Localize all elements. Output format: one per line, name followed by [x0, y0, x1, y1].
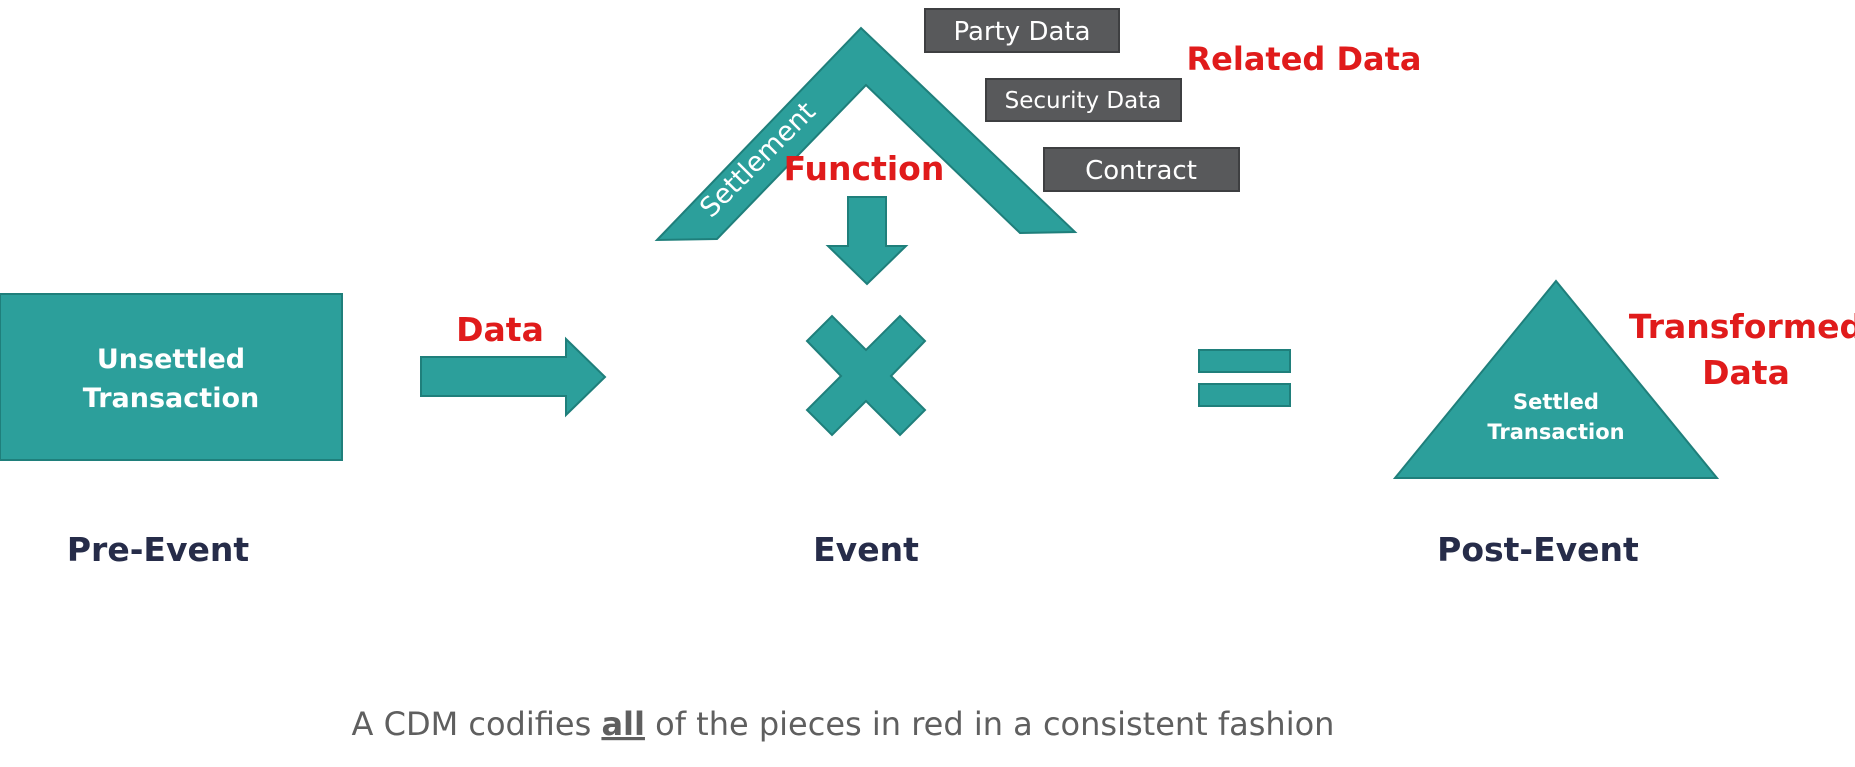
transformed-data-line1: Transformed — [1629, 307, 1855, 346]
contract-text: Contract — [1085, 156, 1197, 186]
footer-before: A CDM codifies — [352, 705, 602, 743]
related-data-boxes: Party Data Security Data Contract — [924, 8, 1240, 192]
footer-emphasis: all — [601, 705, 645, 743]
data-label: Data — [456, 310, 544, 349]
pre-event-label: Pre-Event — [67, 530, 249, 569]
unsettled-transaction-line1: Unsettled — [97, 344, 245, 375]
footer-after: of the pieces in red in a consistent fas… — [645, 705, 1334, 743]
unsettled-transaction-line2: Transaction — [83, 383, 259, 414]
settled-transaction-line2: Transaction — [1487, 420, 1624, 444]
footer-caption: A CDM codifies all of the pieces in red … — [352, 705, 1335, 743]
data-arrow: Data — [420, 310, 607, 418]
unsettled-transaction-box: Unsettled Transaction — [0, 293, 343, 461]
function-label: Function — [784, 149, 945, 188]
security-data-text: Security Data — [1005, 88, 1162, 114]
settled-transaction-triangle: Settled Transaction — [1392, 279, 1720, 479]
equals-symbol — [1198, 349, 1291, 407]
multiply-symbol — [805, 314, 927, 437]
security-data-box: Security Data — [985, 78, 1182, 122]
post-event-label: Post-Event — [1437, 530, 1639, 569]
related-data-label: Related Data — [1187, 40, 1422, 78]
party-data-box: Party Data — [924, 8, 1120, 53]
down-arrow — [825, 196, 909, 286]
settled-transaction-line1: Settled — [1513, 390, 1599, 414]
transformed-data-line2: Data — [1702, 353, 1790, 392]
party-data-text: Party Data — [953, 17, 1090, 47]
event-label: Event — [813, 530, 919, 569]
contract-box: Contract — [1043, 147, 1240, 192]
